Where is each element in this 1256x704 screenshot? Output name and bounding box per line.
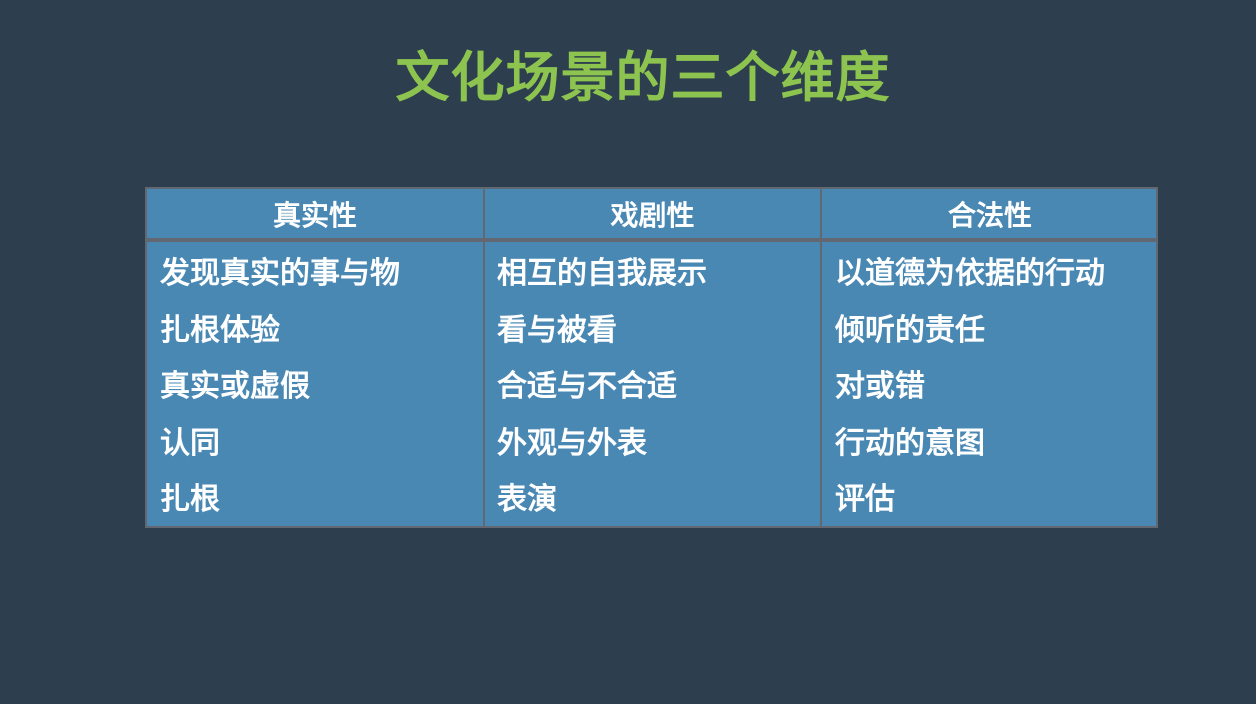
header-theatricality: 戏剧性 [610,198,695,232]
header-legitimacy: 合法性 [947,198,1032,232]
table-cell: 发现真实的事与物 [160,256,400,291]
column-divider [483,189,485,526]
table-cell: 倾听的责任 [835,312,985,348]
table-cell: 扎根体验 [160,312,280,348]
table-cell: 表演 [497,482,557,518]
column-theatricality: 相互的自我展示 看与被看 合适与不合适 外观与外表 表演 [497,246,707,529]
table-cell: 以道德为依据的行动 [835,256,1105,291]
slide-title: 文化场景的三个维度 [395,45,891,109]
dimensions-table: 真实性 戏剧性 合法性 发现真实的事与物 扎根体验 真实或虚假 认同 扎根 相互… [145,187,1158,528]
column-authenticity: 发现真实的事与物 扎根体验 真实或虚假 认同 扎根 [160,246,400,529]
table-cell: 相互的自我展示 [497,256,707,291]
column-divider [820,189,822,526]
header-authenticity: 真实性 [272,198,357,232]
table-cell: 看与被看 [497,312,617,348]
table-cell: 真实或虚假 [160,369,310,405]
table-cell: 评估 [835,482,895,518]
table-cell: 扎根 [160,482,220,518]
table-cell: 合适与不合适 [497,369,677,405]
table-cell: 认同 [160,425,220,461]
table-header-row: 真实性 戏剧性 合法性 [147,189,1156,242]
column-legitimacy: 以道德为依据的行动 倾听的责任 对或错 行动的意图 评估 [835,246,1105,529]
table-cell: 对或错 [835,369,925,405]
table-cell: 外观与外表 [497,425,647,461]
table-cell: 行动的意图 [835,425,985,461]
